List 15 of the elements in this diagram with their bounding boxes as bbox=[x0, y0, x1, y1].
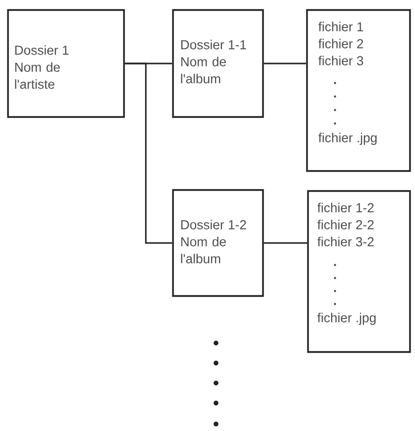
node-label: fichier .jpg bbox=[317, 312, 376, 325]
folder-box: Dossier 1-2 Nom de l'album bbox=[172, 189, 264, 297]
node-label: fichier 2 bbox=[318, 38, 364, 48]
file-list-box: fichier 1-2 fichier 2-2 fichier 3-2 fichier .jpg bbox=[307, 190, 411, 353]
folder-box: Dossier 1-1 Nom de l'album bbox=[172, 9, 264, 118]
connector-line bbox=[124, 62, 172, 244]
node-label: fichier 3-2 bbox=[317, 236, 374, 246]
folder-box: Dossier 1 Nom de l'artiste bbox=[7, 9, 125, 118]
connector-line bbox=[264, 242, 308, 244]
node-label: fichier .jpg bbox=[318, 132, 377, 145]
node-label: fichier 3 bbox=[318, 56, 364, 66]
node-label: fichier 1-2 bbox=[317, 202, 374, 212]
node-label: fichier 2-2 bbox=[317, 220, 374, 230]
node-label: fichier 1 bbox=[318, 22, 364, 32]
connector-line bbox=[264, 62, 306, 64]
